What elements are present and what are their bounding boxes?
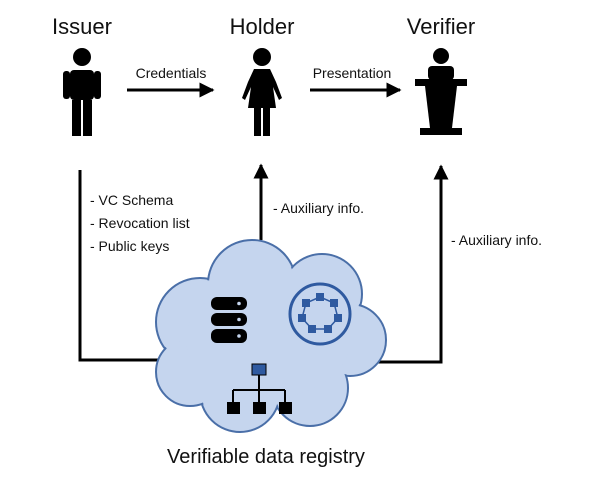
public-keys-label: - Public keys <box>90 238 169 254</box>
person-icon <box>63 48 101 136</box>
woman-icon <box>242 48 282 136</box>
presentation-label: Presentation <box>313 65 392 81</box>
issuer-title: Issuer <box>52 14 112 39</box>
holder-auxiliary-label: - Auxiliary info. <box>273 200 364 216</box>
revocation-list-label: - Revocation list <box>90 215 190 231</box>
registry-title: Verifiable data registry <box>167 446 365 468</box>
registry-to-verifier-arrow <box>364 164 449 364</box>
network-ring-icon <box>288 282 352 346</box>
podium-speaker-icon <box>415 48 467 135</box>
vc-schema-label: - VC Schema <box>90 192 173 208</box>
registry-cloud <box>155 239 387 433</box>
verifier-auxiliary-label: - Auxiliary info. <box>451 232 542 248</box>
hierarchy-icon <box>227 363 292 414</box>
holder-title: Holder <box>230 14 295 39</box>
issuer-to-registry-arrow <box>78 170 180 368</box>
credentials-label: Credentials <box>136 65 207 81</box>
verifier-title: Verifier <box>407 14 475 39</box>
database-icon <box>211 297 247 343</box>
